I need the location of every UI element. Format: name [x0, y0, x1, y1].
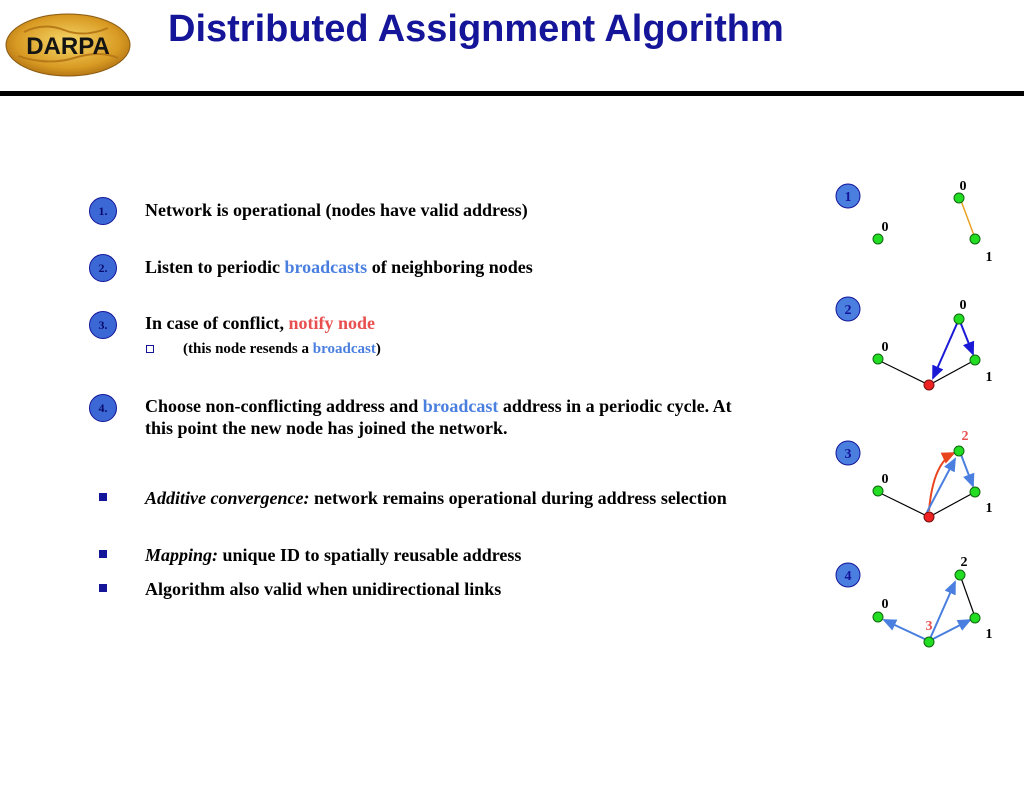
step-number-3: 3. — [89, 311, 117, 339]
node-label: 0 — [960, 298, 967, 313]
step-number-2: 2. — [89, 254, 117, 282]
node-label: 3 — [926, 619, 933, 634]
stage-marker — [835, 562, 861, 588]
stage-2: 2 0 0 1 — [835, 296, 993, 391]
page-title: Distributed Assignment Algorithm — [168, 8, 784, 50]
node — [953, 192, 965, 204]
stage-marker — [835, 296, 861, 322]
bullet-icon — [99, 550, 107, 558]
new-node — [923, 379, 935, 391]
step-number-4: 4. — [89, 394, 117, 422]
bullet-additive-convergence: Additive convergence: network remains op… — [145, 488, 727, 508]
stage-4: 4 2 0 3 1 — [835, 555, 993, 648]
node-label: 2 — [962, 429, 969, 444]
node-label: 0 — [882, 472, 889, 487]
new-node — [923, 511, 935, 523]
node-label: 1 — [986, 501, 993, 516]
sub-bullet-icon — [146, 345, 154, 353]
node — [953, 445, 965, 457]
title-divider — [0, 91, 1024, 96]
network-diagram: 1 0 0 1 2 0 0 1 3 2 0 — [835, 179, 993, 648]
node-label: 2 — [961, 555, 968, 570]
stage-marker — [835, 440, 861, 466]
node — [969, 612, 981, 624]
stage-number: 1 — [845, 190, 852, 205]
stage-marker — [835, 183, 861, 209]
node-label: 0 — [960, 179, 967, 194]
step-3-subtext: (this node resends a broadcast) — [183, 341, 381, 357]
node-label: 1 — [986, 250, 993, 265]
step-number-1: 1. — [89, 197, 117, 225]
node — [872, 485, 884, 497]
stage-number: 4 — [845, 569, 852, 584]
logo-text: DARPA — [26, 33, 110, 60]
bullet-unidirectional: Algorithm also valid when unidirectional… — [145, 579, 502, 599]
node — [923, 636, 935, 648]
node — [969, 486, 981, 498]
stage-1: 1 0 0 1 — [835, 179, 993, 265]
step-2-text: Listen to periodic broadcasts of neighbo… — [145, 257, 533, 277]
stage-number: 3 — [845, 447, 852, 462]
node — [969, 354, 981, 366]
node-label: 1 — [986, 627, 993, 642]
bullet-icon — [99, 493, 107, 501]
node — [872, 611, 884, 623]
node — [872, 233, 884, 245]
stage-number: 2 — [845, 303, 852, 318]
node — [872, 353, 884, 365]
node — [953, 313, 965, 325]
node-label: 1 — [986, 370, 993, 385]
step-1-text: Network is operational (nodes have valid… — [145, 200, 528, 220]
darpa-logo: DARPA — [5, 13, 131, 77]
step-4-text: Choose non-conflicting address and broad… — [145, 396, 732, 438]
node-label: 0 — [882, 340, 889, 355]
bullet-mapping: Mapping: unique ID to spatially reusable… — [145, 545, 522, 565]
stage-3: 3 2 0 1 — [835, 429, 993, 523]
node-label: 0 — [882, 597, 889, 612]
node-label: 0 — [882, 220, 889, 235]
bullet-icon — [99, 584, 107, 592]
step-3-text: In case of conflict, notify node — [145, 313, 375, 333]
node — [969, 233, 981, 245]
node — [954, 569, 966, 581]
